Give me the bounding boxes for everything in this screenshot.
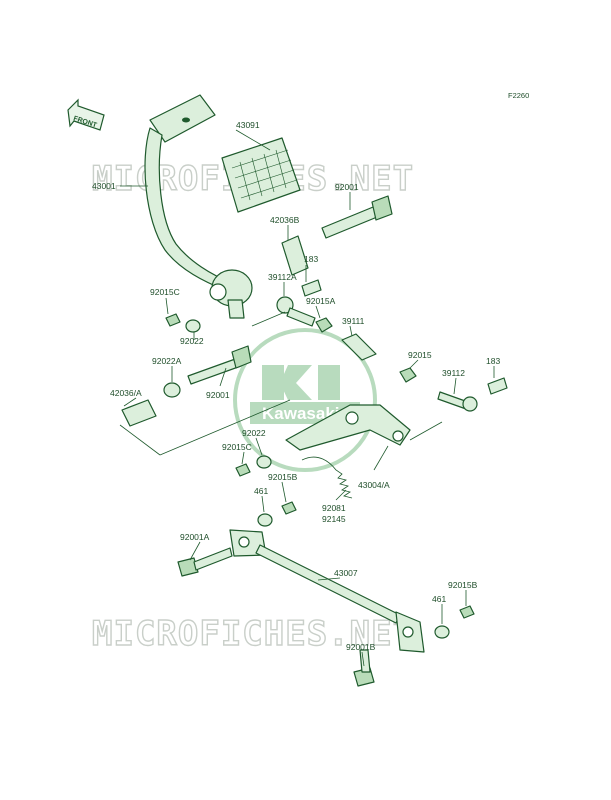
label-461-mid: 461 [254,486,268,496]
bolt-92001a [177,547,233,577]
brake-rod-43007 [229,529,425,653]
collar-42036b [281,235,309,276]
leader-lines [119,129,495,667]
bolt-183-right [487,377,508,395]
label-92015c-mid: 92015C [222,442,252,452]
label-92015b-bottom: 92015B [448,580,478,590]
bolt-92001b [353,649,375,687]
front-arrow-icon: FRONT [67,98,105,131]
label-461-bottom: 461 [432,594,446,604]
logo-text: Kawasaki [262,404,340,423]
washer-461-bottom [434,625,450,639]
washer-461-mid [257,513,273,527]
label-183-right: 183 [486,356,500,366]
brake-pedal-arm [144,94,253,319]
lever-43004a [285,404,411,451]
washer-92022-top [185,319,201,333]
label-92145: 92145 [322,514,346,524]
eye-bolt-39112 [437,391,478,412]
nut-92015b-mid [281,501,297,515]
washer-92022a [163,382,181,398]
label-92022-mid: 92022 [242,428,266,438]
label-92001a: 92001A [180,532,210,542]
collar-42036a [121,399,157,427]
label-92015-mid: 92015 [408,350,432,360]
label-92015c-top: 92015C [150,287,180,297]
label-42036a: 42036/A [110,388,142,398]
label-43091: 43091 [236,120,260,130]
nut-92015a [315,317,333,333]
nut-92015-mid [399,367,417,383]
label-43004a: 43004/A [358,480,390,490]
label-92001b: 92001B [346,642,376,652]
nut-92015b-bottom [459,605,475,619]
label-183-top: 183 [304,254,318,264]
label-92015a: 92015A [306,296,336,306]
watermark-bottom: MICROFICHES.NET [92,614,414,654]
brake-pedal-pad [221,137,301,213]
bolt-183-top [301,279,322,297]
label-92022-top: 92022 [180,336,204,346]
return-spring [301,456,353,499]
label-42036b: 42036B [270,215,300,225]
label-43007: 43007 [334,568,358,578]
bolt-92001-mid [187,345,252,385]
eye-bolt-39112a [276,296,316,327]
washer-92022-mid [256,455,272,469]
label-92001-mid: 92001 [206,390,230,400]
nut-92015c-mid [235,463,251,477]
label-39111: 39111 [342,316,365,326]
label-92022a: 92022A [152,356,182,366]
nut-92015c-top [165,313,181,327]
label-39112a: 39112A [268,272,297,282]
bolt-92001-top [321,195,393,239]
label-92015b-mid: 92015B [268,472,298,482]
pin-39111 [341,333,377,361]
label-92001-top: 92001 [335,182,359,192]
label-43001: 43001 [92,181,116,191]
figure-code: F2260 [508,91,529,100]
label-39112: 39112 [442,368,465,378]
label-92081: 92081 [322,503,346,513]
